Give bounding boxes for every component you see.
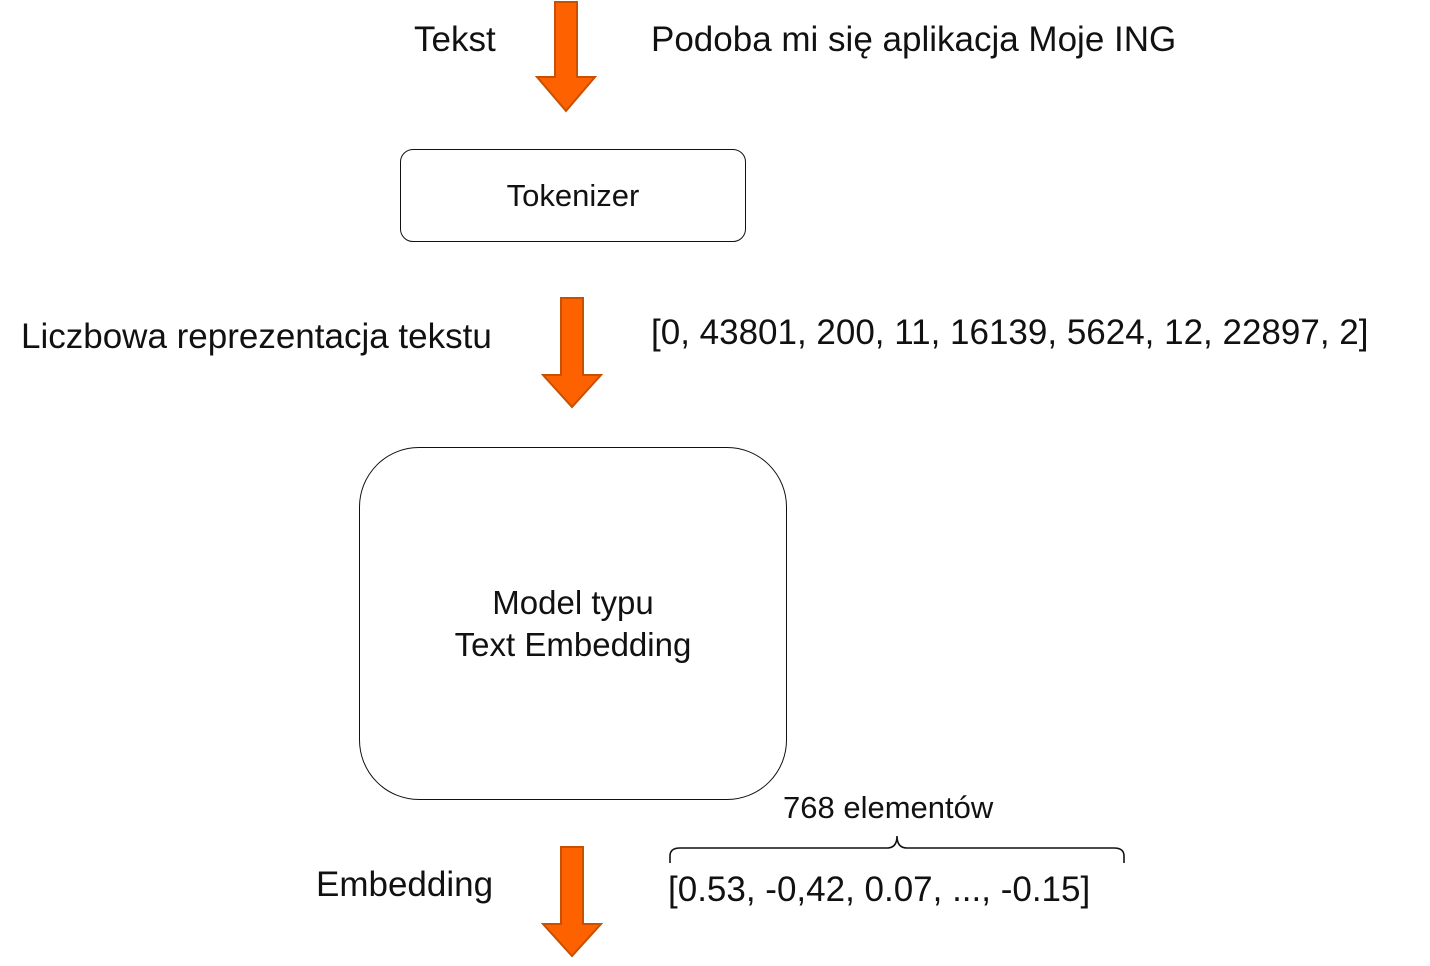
down-arrow-icon: [540, 846, 604, 958]
embedding-vector: [0.53, -0,42, 0.07, ..., -0.15]: [668, 870, 1091, 909]
example-sentence: Podoba mi się aplikacja Moje ING: [651, 20, 1177, 59]
embedding-label: Embedding: [316, 865, 494, 904]
embedding-model-box: Model typu Text Embedding: [359, 447, 787, 800]
token-id-list: [0, 43801, 200, 11, 16139, 5624, 12, 228…: [651, 313, 1369, 352]
curly-brace-icon: [669, 835, 1125, 863]
model-label-line2: Text Embedding: [454, 625, 692, 663]
text-input-label: Tekst: [414, 20, 496, 59]
down-arrow-icon: [540, 297, 604, 409]
tokenizer-box: Tokenizer: [400, 149, 746, 242]
vector-size-label: 768 elementów: [783, 790, 994, 825]
numeric-representation-label: Liczbowa reprezentacja tekstu: [21, 317, 492, 356]
model-label-line1: Model typu: [492, 583, 654, 621]
down-arrow-icon: [534, 1, 598, 113]
tokenizer-label: Tokenizer: [506, 177, 640, 213]
